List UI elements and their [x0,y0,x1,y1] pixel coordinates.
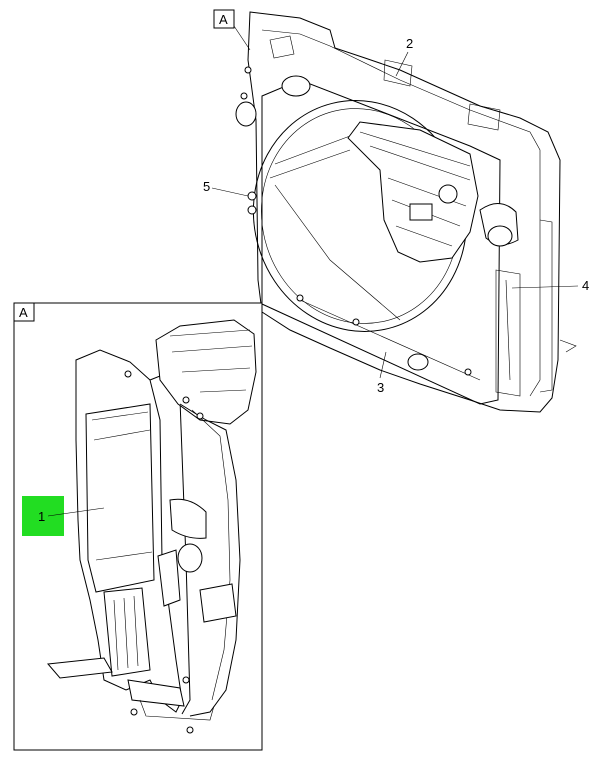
svg-text:2: 2 [406,36,413,51]
callout-1-highlight: 1 [22,496,105,536]
svg-text:A: A [219,12,228,27]
svg-text:5: 5 [203,179,210,194]
radiator-assembly-main [235,11,577,413]
svg-text:4: 4 [582,278,589,293]
callout-5: 5 [203,179,249,197]
view-reference-a: A [213,9,251,51]
callout-4: 4 [511,278,589,293]
svg-text:A: A [19,305,28,320]
svg-text:1: 1 [38,509,45,524]
radiator-assembly-side-view [47,319,257,734]
callout-3: 3 [377,351,387,395]
svg-text:3: 3 [377,380,384,395]
callout-2: 2 [395,36,413,77]
